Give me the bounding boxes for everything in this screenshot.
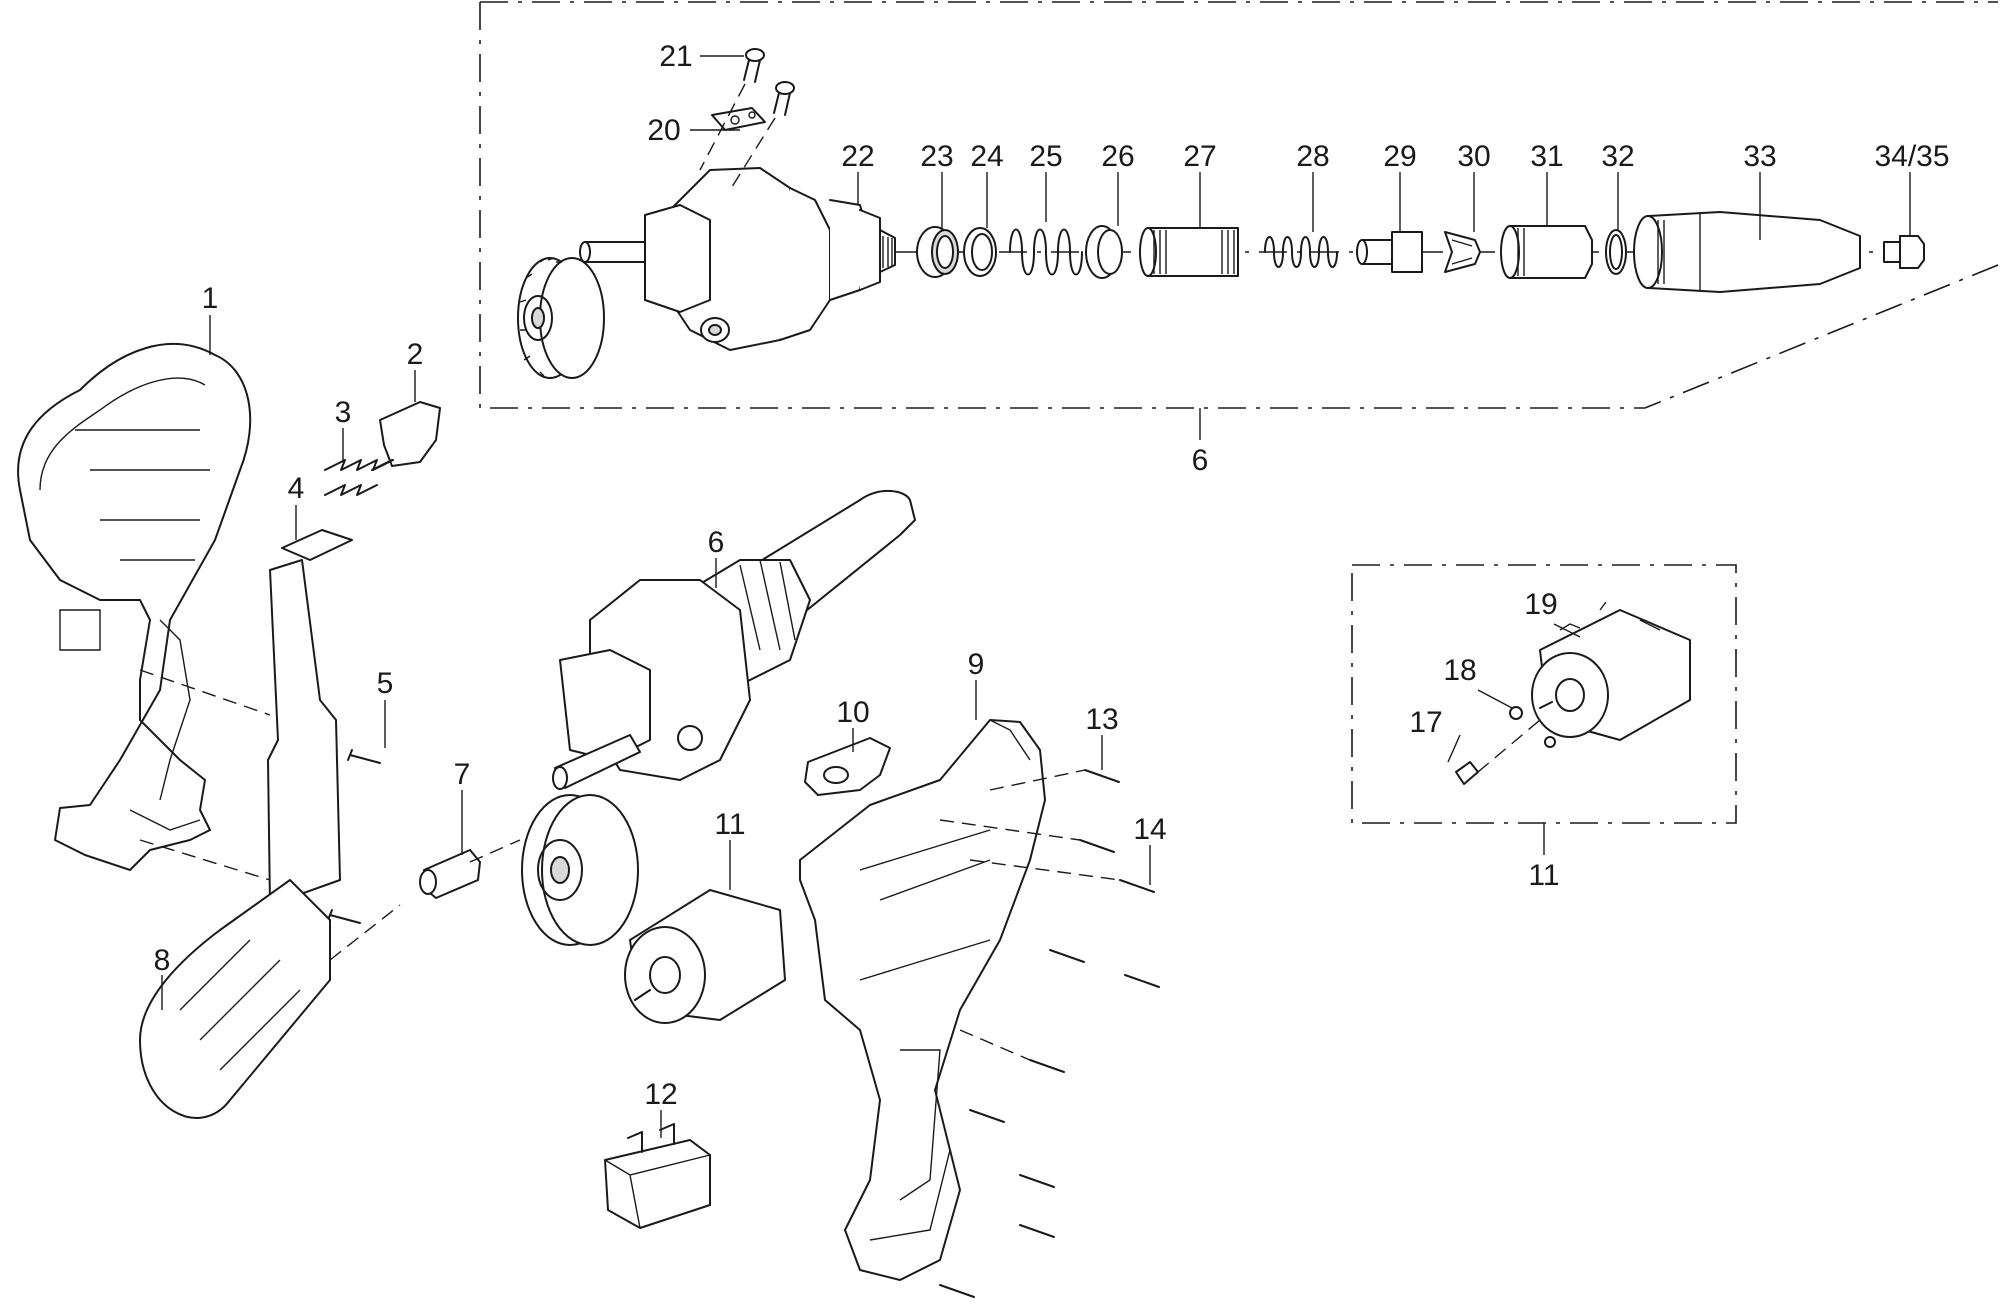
callout-7: 7: [454, 758, 471, 791]
part-12-switch: [604, 1123, 711, 1229]
part-23-nut: [916, 226, 959, 278]
part-26-ring: [1085, 225, 1123, 279]
part-34-35-screw: [1883, 235, 1925, 269]
callout-5: 5: [377, 667, 394, 700]
callout-26: 26: [1101, 140, 1134, 173]
part-27-sleeve: [1139, 227, 1239, 277]
callout-23: 23: [920, 140, 953, 173]
chuck-components-row: [895, 211, 1925, 293]
part-29-bushing: [1356, 231, 1423, 273]
callout-6-box: 6: [1192, 444, 1209, 477]
callout-4: 4: [288, 472, 305, 505]
part-11-motor: [624, 889, 786, 1024]
part-8-nose-cone: [139, 879, 401, 1119]
part-25-spring: [1009, 228, 1083, 276]
callout-1: 1: [202, 282, 219, 315]
callout-2: 2: [407, 338, 424, 371]
callout-28: 28: [1296, 140, 1329, 173]
callout-25: 25: [1029, 140, 1062, 173]
detail-box-6: [479, 1, 1999, 440]
callout-33: 33: [1743, 140, 1776, 173]
part-3-spring: [324, 459, 394, 496]
callout-11-box: 11: [1528, 859, 1559, 892]
part-9-right-housing: [799, 719, 1046, 1281]
callout-13: 13: [1085, 703, 1118, 736]
callout-9: 9: [968, 648, 985, 681]
part-1-left-housing: [17, 342, 252, 871]
part-13-14-screws: [939, 769, 1160, 1298]
part-31-nut: [1500, 225, 1593, 279]
callout-34-35: 34/35: [1874, 140, 1949, 173]
callout-11-motor: 11: [714, 808, 745, 841]
part-5-screws: [327, 749, 381, 924]
part-6-gear: [521, 794, 639, 946]
part-28-spring: [1264, 236, 1338, 268]
callout-14: 14: [1133, 813, 1166, 846]
callout-10: 10: [836, 696, 869, 729]
callout-20: 20: [647, 114, 680, 147]
part-24-washer: [963, 227, 997, 277]
part-7-switch: [419, 839, 521, 899]
detail-box-11: [1351, 564, 1737, 855]
callout-8: 8: [154, 944, 171, 977]
callout-22: 22: [841, 140, 874, 173]
part-4-switch-board: [139, 529, 353, 906]
callout-leaders: [161, 55, 1911, 1138]
callout-19: 19: [1524, 588, 1557, 621]
callout-labels: 1 2 3 4 5 6 6 7 8 9 10 11 11 12 13 14 17…: [154, 40, 1950, 1111]
callout-24: 24: [970, 140, 1003, 173]
part-6-gearbox: [552, 490, 916, 790]
part-33-sleeve: [1633, 211, 1861, 293]
part-32-oring: [1605, 229, 1627, 275]
callout-17: 17: [1409, 706, 1442, 739]
callout-29: 29: [1383, 140, 1416, 173]
callout-12: 12: [644, 1078, 677, 1111]
callout-3: 3: [335, 396, 352, 429]
callout-27: 27: [1183, 140, 1216, 173]
part-10-cap: [804, 737, 891, 796]
callout-31: 31: [1530, 140, 1563, 173]
callout-18: 18: [1443, 654, 1476, 687]
callout-32: 32: [1601, 140, 1634, 173]
callout-6-main: 6: [708, 526, 725, 559]
part-30-jaws: [1444, 231, 1481, 273]
callout-21: 21: [659, 40, 692, 73]
gearbox-assembly-detail: [517, 48, 896, 379]
callout-30: 30: [1457, 140, 1490, 173]
part-2-trigger: [371, 401, 441, 471]
